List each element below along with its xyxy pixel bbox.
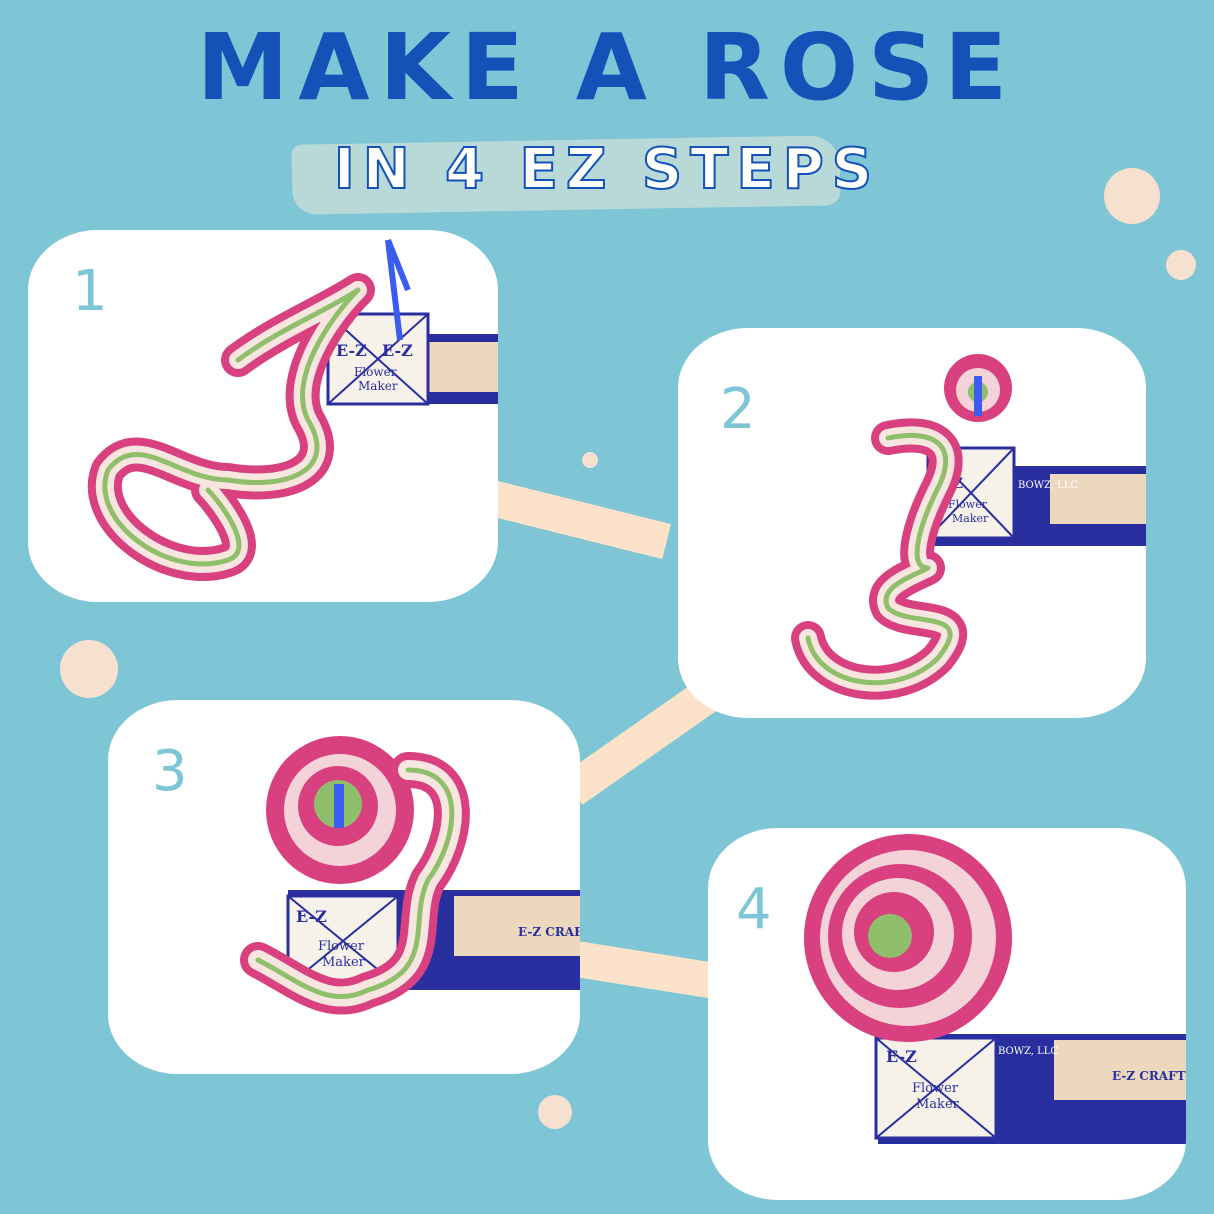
step-1-illustration: E-Z E-Z Flower Maker	[88, 238, 498, 581]
tool-brand: E-Z	[886, 1047, 917, 1066]
tool-name-line1: Flower	[948, 498, 988, 511]
decor-dot	[60, 640, 118, 698]
tool-name-line1: Flower	[318, 939, 365, 954]
tool-name-line1: Flower	[912, 1081, 959, 1096]
tool-brand-right: E-Z	[382, 341, 413, 360]
step-panel-2: 2 BOWZ, LLC E-Z Flower Maker	[678, 328, 1146, 718]
step-number: 4	[736, 877, 772, 942]
page-title: MAKE A ROSE	[196, 14, 1018, 121]
craft-logo: E-Z CRAFT	[518, 925, 580, 939]
connector-1-2	[487, 480, 672, 560]
step-panel-1: 1 E-Z E-Z Flower Maker	[28, 230, 498, 602]
step-panel-4: 4 BOWZ, LLC E-Z CRAFT E-Z Flower Maker	[708, 828, 1186, 1200]
step-2-illustration: BOWZ, LLC E-Z Flower Maker	[791, 354, 1146, 700]
tool-name-line2: Maker	[952, 512, 989, 525]
step-number: 1	[72, 259, 108, 324]
step-number: 2	[720, 377, 756, 442]
tool-name-line2: Maker	[916, 1097, 960, 1112]
tool-company: BOWZ, LLC	[998, 1046, 1058, 1057]
tool-name-line1: Flower	[354, 365, 397, 379]
craft-logo: E-Z CRAFT	[1112, 1069, 1186, 1083]
tool-company: BOWZ, LLC	[1018, 480, 1078, 491]
decor-dot	[1166, 250, 1196, 280]
step-number: 3	[152, 739, 188, 804]
decor-dot	[582, 452, 598, 468]
tool-name-line2: Maker	[358, 379, 398, 393]
step-panel-3: 3 E-Z CRAFT E-Z Flower Maker	[108, 700, 580, 1074]
tool-brand: E-Z	[296, 907, 327, 926]
decor-dot	[538, 1095, 572, 1129]
page-subtitle: IN 4 EZ STEPS	[333, 137, 881, 202]
step-3-illustration: E-Z CRAFT E-Z Flower Maker	[240, 736, 580, 1015]
decor-dot	[1104, 168, 1160, 224]
tool-name-line2: Maker	[322, 955, 366, 970]
connector-3-4	[567, 940, 731, 1001]
step-4-illustration: BOWZ, LLC E-Z CRAFT E-Z Flower Maker	[804, 834, 1186, 1144]
tool-brand-left: E-Z	[336, 341, 367, 360]
